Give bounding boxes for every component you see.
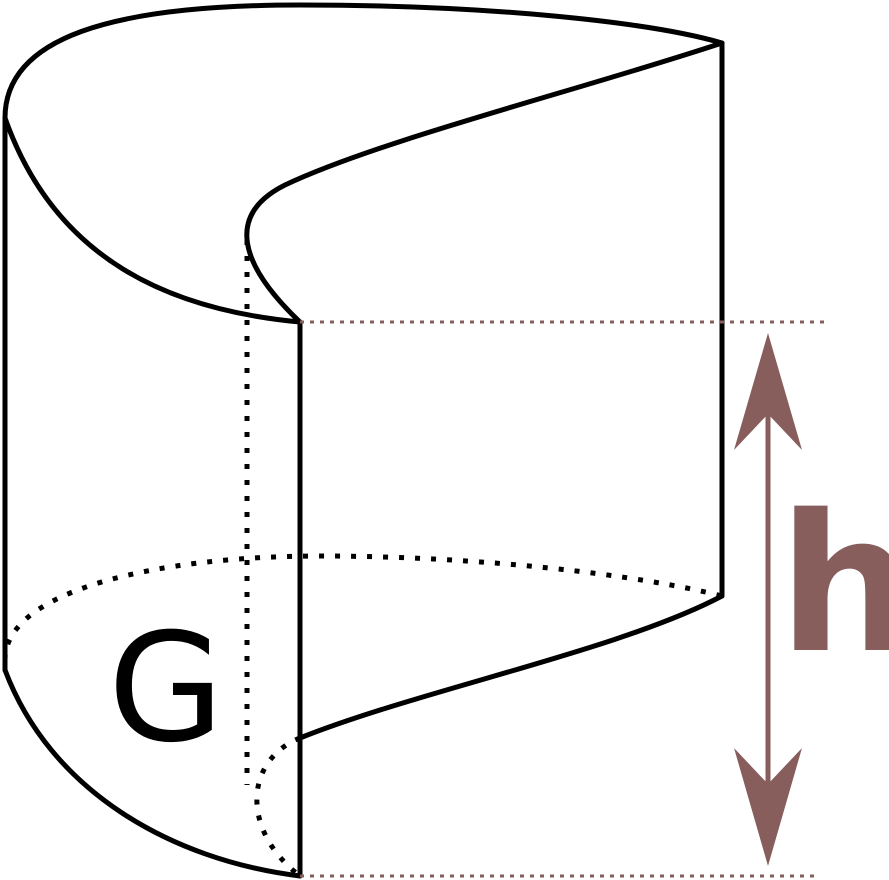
base-label: G [108,602,224,776]
bottom-right-curve [297,593,725,741]
height-label: h [778,474,889,695]
hidden-inner-curve [254,735,302,878]
hidden-base-arc [2,553,723,661]
height-arrow-down-head [734,748,802,866]
bottom-left-arc [2,667,303,879]
height-arrow-up-head [734,333,802,450]
top-face-outline [2,2,725,325]
